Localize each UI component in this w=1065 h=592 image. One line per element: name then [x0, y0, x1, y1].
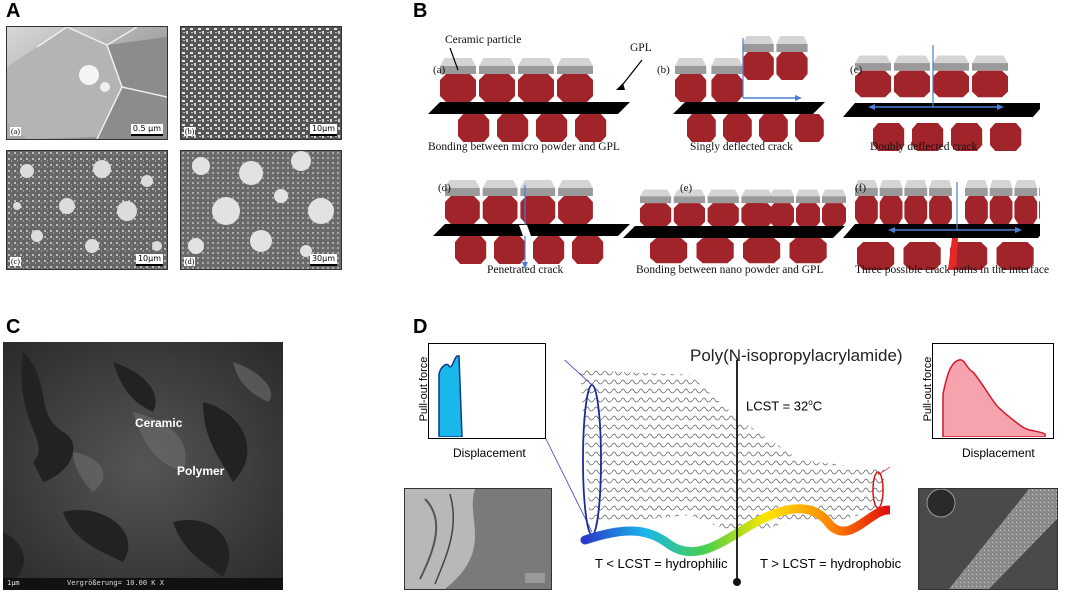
lcst-degree: o — [808, 398, 813, 407]
panel-d-label: D — [413, 316, 428, 338]
label-polymer: Polymer — [177, 464, 225, 478]
panel-b-label: B — [413, 0, 428, 22]
plot-right-xlabel: Displacement — [962, 446, 1035, 460]
sem-a-scale: 0.5 μm — [130, 124, 163, 136]
sem-a-sublabel: (a) — [10, 127, 21, 136]
sem-image-b: (b) 10μm — [180, 26, 342, 140]
schematic-d-caption: Penetrated crack — [487, 264, 564, 276]
sem-b-sublabel: (b) — [184, 127, 196, 136]
pnipam-title: Poly(N-isopropylacrylamide) — [690, 346, 903, 365]
label-hydrophobic: T > LCST = hydrophobic — [760, 556, 902, 571]
sem-c-scale: 10μm — [135, 254, 163, 266]
pullout-plot-hydrophilic — [428, 343, 546, 439]
plot-left-ylabel: Pull-out force — [418, 356, 430, 422]
schematic-c-caption: Doubly deflected crack — [870, 141, 978, 153]
sem-d-sublabel: (d) — [184, 257, 196, 266]
schematic-c-sublabel: (c) — [850, 64, 863, 76]
sem-inset-hydrophobic — [918, 488, 1058, 590]
schematic-f-sublabel: (f) — [855, 182, 866, 194]
sem-c-sublabel: (c) — [10, 257, 21, 266]
plot-left-xlabel: Displacement — [453, 446, 526, 460]
schematic-a-caption: Bonding between micro powder and GPL — [428, 141, 620, 153]
label-ceramic: Ceramic — [135, 416, 183, 430]
sem-image-ceramic-polymer: Ceramic Polymer 1µm Vergrößerung= 10.00 … — [3, 342, 283, 590]
pullout-plot-hydrophobic — [932, 343, 1054, 439]
panel-c-label: C — [6, 316, 21, 338]
schematic-a-sublabel: (a) — [433, 64, 446, 76]
panel-b-schematics — [428, 36, 1040, 270]
gpl-label: GPL — [630, 42, 652, 54]
sem-image-d: (d) 30μm — [180, 150, 342, 270]
schematic-f-caption: Three possible crack paths in the interf… — [855, 264, 1050, 276]
sem-image-c: (c) 10μm — [6, 150, 168, 270]
schematic-e-caption: Bonding between nano powder and GPL — [636, 264, 824, 276]
sem-inset-hydrophilic — [404, 488, 552, 590]
schematic-b-caption: Singly deflected crack — [690, 141, 793, 153]
pnipam-brush-diagram — [545, 360, 890, 586]
lcst-unit: C — [812, 398, 823, 414]
lcst-value: LCST = 32 — [746, 398, 809, 414]
sem-image-a: (a) 0.5 μm — [6, 26, 168, 140]
sem-footer-text: Vergrößerung= 10.00 K X — [67, 579, 164, 587]
sem-b-scale: 10μm — [309, 124, 337, 136]
sem-footer-scale: 1µm — [7, 579, 20, 587]
plot-right-ylabel: Pull-out force — [922, 356, 934, 422]
sem-d-scale: 30μm — [309, 254, 337, 266]
lcst-label: LCST = 32oC — [746, 398, 822, 413]
schematic-b-sublabel: (b) — [657, 64, 670, 76]
ceramic-particle-label: Ceramic particle — [445, 34, 522, 46]
panel-a-label: A — [6, 0, 21, 22]
schematic-d-sublabel: (d) — [438, 182, 451, 194]
label-hydrophilic: T < LCST = hydrophilic — [595, 556, 728, 571]
schematic-e-sublabel: (e) — [680, 182, 693, 194]
